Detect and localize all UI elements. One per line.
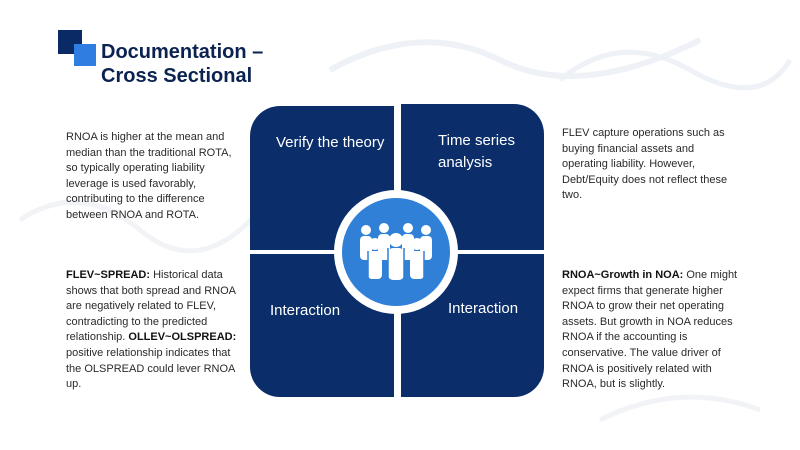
quadrant-label: Verify the theory [276, 134, 385, 151]
flev-spread-text: Historical data shows that both spread a… [66, 269, 236, 344]
title-line-1: Documentation – [101, 41, 264, 63]
quadrant-label: Interaction [270, 302, 341, 319]
right-top-text: FLEV capture operations such as buying f… [562, 127, 728, 202]
title-line-2: Cross Sectional [101, 65, 253, 87]
group-of-people-icon [360, 223, 432, 280]
left-top-text: RNOA is higher at the mean and median th… [66, 131, 232, 221]
left-bottom-text: FLEV~SPREAD: Historical data shows that … [66, 268, 244, 393]
quadrant-label: Interaction [448, 300, 519, 317]
ollev-olspread-text: positive relationship indicates that the… [66, 346, 235, 391]
rnoa-growth-term: RNOA~Growth in NOA: [562, 269, 684, 281]
flev-spread-term: FLEV~SPREAD: [66, 269, 151, 281]
center-hub [334, 190, 458, 314]
right-bottom-text: RNOA~Growth in NOA: One might expect fir… [562, 268, 744, 393]
ollev-olspread-term: OLLEV~OLSPREAD: [128, 331, 237, 344]
title-logo-icon [58, 30, 98, 72]
page-title: Documentation – Cross Sectional [101, 40, 321, 88]
quadrant-label: Time series analysis [438, 132, 515, 171]
rnoa-growth-text: One might expect firms that generate hig… [562, 269, 738, 391]
